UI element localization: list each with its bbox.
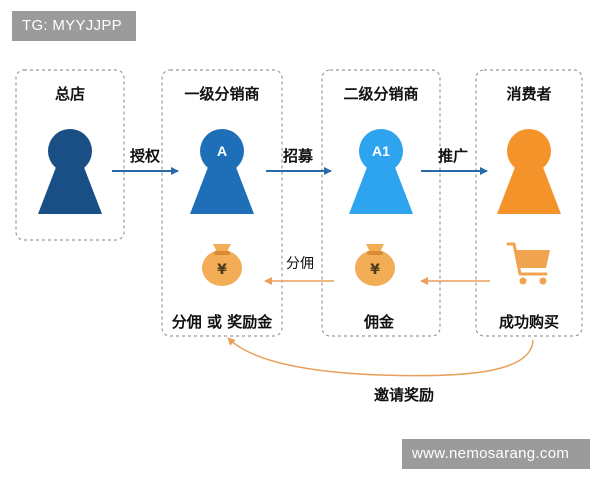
label-level2-commission: 佣金	[363, 313, 395, 331]
money-bag-icon-level1: ¥	[202, 244, 242, 286]
person-letter-a: A	[217, 143, 227, 159]
flow-label-commission: 分佣	[286, 256, 314, 272]
person-icon-level2: A1	[349, 129, 413, 214]
watermark-top-left: TG: MYYJJPP	[12, 11, 136, 41]
yen-symbol: ¥	[370, 262, 380, 278]
yen-symbol: ¥	[217, 262, 227, 278]
shopping-cart-icon	[506, 242, 550, 285]
flow-label-authorize: 授权	[130, 147, 161, 165]
person-icon-head-store	[38, 129, 102, 214]
node-title-head-store: 总店	[55, 85, 85, 103]
person-icon-consumer	[497, 129, 561, 214]
money-bag-icon-level2: ¥	[355, 244, 395, 286]
node-title-consumer: 消费者	[506, 85, 551, 103]
flow-label-recruit: 招募	[283, 147, 314, 165]
node-title-level2: 二级分销商	[343, 85, 418, 103]
label-consumer-purchase: 成功购买	[499, 313, 559, 331]
person-letter-a1: A1	[372, 143, 390, 159]
box-head-store	[15, 69, 125, 241]
person-icon-level1: A	[190, 129, 254, 214]
box-consumer	[475, 69, 583, 337]
flow-label-promote: 推广	[438, 147, 468, 165]
box-level2-distributor	[321, 69, 441, 337]
box-level1-distributor	[161, 69, 283, 337]
label-invitation-reward: 邀请奖励	[374, 386, 434, 404]
arrow-invitation-reward	[227, 337, 534, 377]
label-level1-reward: 分佣 或 奖励金	[172, 313, 273, 331]
node-title-level1: 一级分销商	[184, 85, 259, 103]
watermark-bottom-right: www.nemosarang.com	[402, 439, 590, 469]
